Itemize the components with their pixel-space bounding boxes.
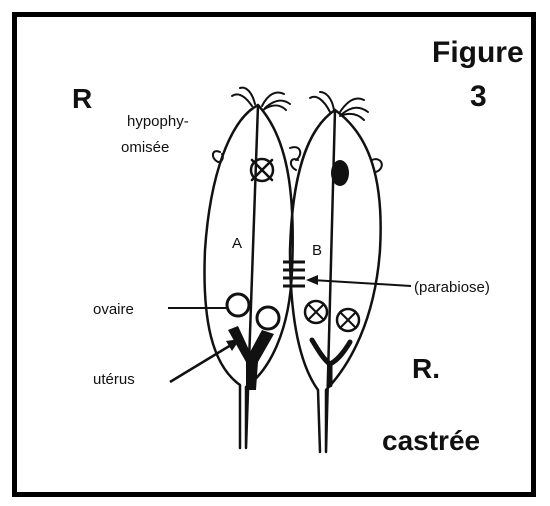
left-rat-ear-right <box>290 147 300 160</box>
label-hypophysectomised-line2: omisée <box>121 139 169 156</box>
label-castrated: castrée <box>382 425 480 456</box>
parabiosis-arrow <box>306 275 411 286</box>
right-uterus <box>312 340 350 385</box>
label-ovary: ovaire <box>93 301 134 318</box>
left-ovary-2 <box>257 307 279 329</box>
figure-title-line2: 3 <box>470 80 487 113</box>
left-ovary-1 <box>227 294 249 316</box>
right-rat-ear-left <box>291 159 298 170</box>
left-rat-body <box>204 105 292 448</box>
right-rat-whiskers <box>310 92 368 120</box>
right-ovary-removed-1 <box>305 301 327 323</box>
label-left-rat: R <box>72 83 92 114</box>
label-uterus: utérus <box>93 371 135 388</box>
label-parabiosis: (parabiose) <box>414 279 490 296</box>
figure-title-line1: Figure <box>432 36 524 69</box>
label-A: A <box>232 235 242 252</box>
right-ovary-removed-2 <box>337 309 359 331</box>
label-hypophysectomised-line1: hypophy- <box>127 113 189 130</box>
right-pituitary <box>331 160 349 186</box>
parabiosis-junction <box>283 262 305 286</box>
left-pituitary-removed <box>251 159 273 181</box>
label-right-rat: R. <box>412 353 440 384</box>
label-B: B <box>312 242 322 259</box>
